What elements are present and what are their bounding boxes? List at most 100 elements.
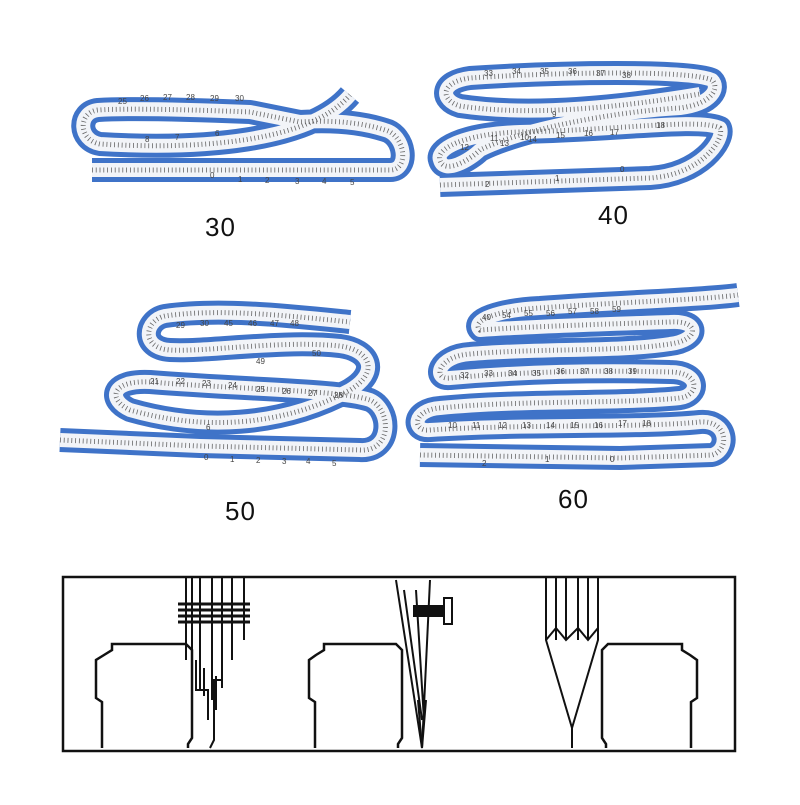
scale-number: 47 [270,319,279,328]
ruler-scale-strip [76,90,410,177]
scale-number: 17 [610,128,619,137]
scale-number: 10 [448,421,457,430]
scale-number: 1 [238,175,243,184]
scale-number: 58 [590,307,599,316]
scale-number: 36 [556,367,565,376]
size-label-40: 40 [598,200,629,230]
scale-number: 56 [546,309,555,318]
scale-number: 6 [206,423,211,432]
scale-number: 3 [295,177,300,186]
scale-number: 5 [332,459,337,468]
ruler-profile-2 [307,642,404,748]
size-label-50: 50 [225,496,256,526]
scale-number: 2 [256,456,261,465]
scale-number: 11 [472,421,481,430]
scale-number: 49 [256,357,265,366]
scale-number: 8 [145,135,150,144]
scale-number: 35 [532,369,541,378]
scale-number: 25 [118,97,127,106]
size-label-30: 30 [205,212,236,242]
technical-pen-icon [178,578,250,749]
scale-number: 12 [460,143,469,152]
scale-number: 34 [508,369,517,378]
scale-number: 3 [282,457,287,466]
ruler-scale-strip [410,288,739,465]
scale-number: 11 [490,134,499,143]
scale-number: 57 [568,307,577,316]
scale-number: 50 [312,349,321,358]
scale-number: 48 [290,319,299,328]
scale-number: 12 [498,421,507,430]
diagram-frame [61,575,737,753]
scale-number: 36 [568,67,577,76]
scale-number: 29 [210,94,219,103]
scale-number: 18 [642,419,651,428]
scale-number: 45 [224,319,233,328]
scale-number: 38 [604,367,613,376]
scale-number: 27 [308,389,317,398]
scale-number: 15 [556,131,565,140]
scale-number: 54 [502,311,511,320]
flexible-ruler-30: 0 1 2 3 4 5 6 7 8 25 26 27 28 29 30 [71,86,415,187]
compass-icon [395,579,453,749]
scale-number: 32 [460,371,469,380]
usage-diagram [61,575,737,753]
scale-number: 1 [555,174,560,183]
scale-number: 33 [484,69,493,78]
scale-number: 25 [256,385,265,394]
ruler-profile-3 [600,642,699,748]
scale-number: 40 [482,313,491,322]
scale-number: 28 [186,93,195,102]
scale-number: 7 [175,133,180,142]
scale-number: 59 [612,305,621,314]
scale-number: 14 [546,421,555,430]
size-label-60: 60 [558,484,589,514]
scale-number: 6 [215,129,220,138]
scale-number: 26 [140,94,149,103]
scale-number: 10 [520,133,529,142]
scale-number: 9 [552,110,557,119]
scale-number: 26 [282,387,291,396]
ruler-scale-strip [59,305,393,457]
scale-number: 34 [512,67,521,76]
scale-number: 29 [176,321,185,330]
scale-number: 0 [620,165,625,174]
scale-number: 37 [580,367,589,376]
scale-number: 21 [150,377,159,386]
scale-number: 16 [584,129,593,138]
scale-number: 0 [210,171,215,180]
scale-number: 30 [200,319,209,328]
scale-number: 0 [204,453,209,462]
scale-number: 23 [202,379,211,388]
ruler-profile-1 [94,642,194,748]
scale-number: 16 [594,421,603,430]
scale-number: 2 [265,176,270,185]
scale-number: 13 [500,139,509,148]
scale-number: 4 [322,177,327,186]
scale-number: 46 [248,319,257,328]
scale-number: 1 [545,455,550,464]
scale-number: 17 [618,419,627,428]
scale-number: 33 [484,369,493,378]
scale-number: 2 [482,459,487,468]
scale-number: 22 [176,377,185,386]
scale-number: 27 [163,93,172,102]
scale-number: 38 [622,71,631,80]
scale-number: 55 [524,309,533,318]
pencil-icon [545,578,599,748]
scale-number: 5 [350,178,355,187]
scale-number: 4 [306,457,311,466]
scale-number: 24 [228,381,237,390]
scale-number: 30 [235,94,244,103]
scale-number: 0 [610,455,615,464]
scale-number: 14 [528,135,537,144]
scale-number: 13 [522,421,531,430]
ruler-scale-strip [432,66,728,192]
scale-number: 28 [334,391,343,400]
scale-number: 1 [230,455,235,464]
scale-number: 2 [485,180,490,189]
